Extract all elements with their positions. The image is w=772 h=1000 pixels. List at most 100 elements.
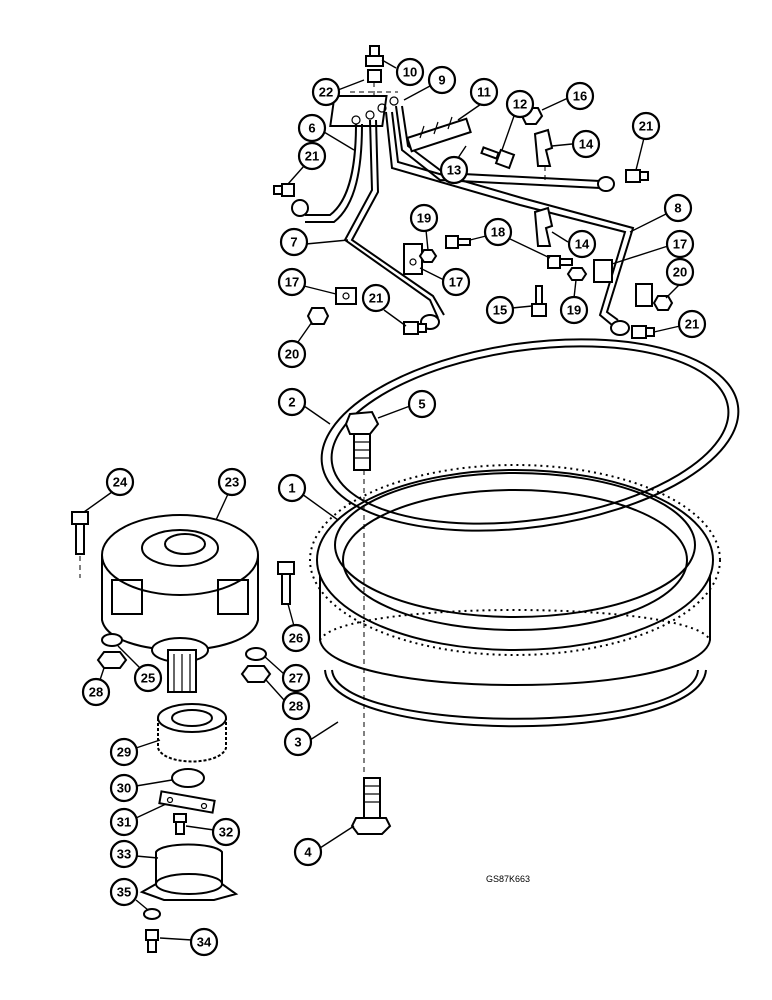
bolt-15 (531, 285, 547, 317)
callout-16: 16 (565, 81, 595, 111)
nut-19-center (418, 249, 438, 263)
svg-text:21: 21 (369, 291, 383, 306)
nut-19-right (566, 267, 588, 281)
svg-text:8: 8 (674, 201, 681, 216)
clamp-17-left (335, 287, 357, 305)
callout-2: 2 (277, 387, 307, 417)
svg-text:3: 3 (294, 735, 301, 750)
svg-text:29: 29 (117, 745, 131, 760)
fitting-21-left (273, 183, 295, 197)
svg-text:7: 7 (290, 235, 297, 250)
clamp-half-upper (533, 128, 554, 167)
clamp-17-center (403, 243, 423, 275)
svg-text:11: 11 (477, 85, 491, 100)
callout-17-center: 17 (441, 267, 471, 297)
svg-text:32: 32 (219, 825, 233, 840)
svg-text:28: 28 (89, 685, 103, 700)
callout-7: 7 (279, 227, 309, 257)
pipe-9 (395, 105, 615, 192)
svg-text:1: 1 (288, 481, 295, 496)
washer-25 (101, 633, 123, 647)
svg-text:33: 33 (117, 847, 131, 862)
callout-19-right: 19 (559, 295, 589, 325)
callout-33: 33 (109, 839, 139, 869)
svg-text:22: 22 (319, 85, 333, 100)
svg-text:14: 14 (579, 137, 594, 152)
callout-15: 15 (485, 295, 515, 325)
svg-text:14: 14 (575, 237, 590, 252)
nut-28-left (96, 651, 128, 669)
callout-28-right: 28 (281, 691, 311, 721)
callout-4: 4 (293, 837, 323, 867)
svg-text:20: 20 (285, 347, 299, 362)
callout-18: 18 (483, 217, 513, 247)
callout-30: 30 (109, 773, 139, 803)
svg-text:34: 34 (197, 935, 212, 950)
svg-text:25: 25 (141, 671, 155, 686)
svg-text:12: 12 (513, 97, 527, 112)
callout-11: 11 (469, 77, 499, 107)
svg-text:9: 9 (438, 73, 445, 88)
pinion-gear (157, 703, 227, 763)
fitting-21-right (631, 325, 655, 339)
bolt-12 (480, 146, 516, 170)
callout-5: 5 (407, 389, 437, 419)
fitting-21-mid (403, 321, 427, 335)
callout-6: 6 (297, 113, 327, 143)
callout-21-top-right: 21 (631, 111, 661, 141)
clamp-half-lower (533, 206, 554, 247)
pipe-8 (385, 111, 635, 336)
washer-35 (143, 908, 161, 920)
svg-text:16: 16 (573, 89, 587, 104)
retaining-bracket (139, 843, 239, 901)
callout-23: 23 (217, 467, 247, 497)
callout-17-left: 17 (277, 267, 307, 297)
callout-20-right: 20 (665, 257, 695, 287)
svg-text:19: 19 (417, 211, 431, 226)
callout-24: 24 (105, 467, 135, 497)
svg-text:28: 28 (289, 699, 303, 714)
drive-housing-assembly (71, 511, 295, 953)
svg-text:2: 2 (288, 395, 295, 410)
svg-text:15: 15 (493, 303, 507, 318)
callout-21-mid: 21 (361, 283, 391, 313)
callout-20-left: 20 (277, 339, 307, 369)
svg-text:21: 21 (639, 119, 653, 134)
bolt-5 (344, 410, 380, 471)
svg-text:5: 5 (418, 397, 425, 412)
callout-31: 31 (109, 807, 139, 837)
svg-text:27: 27 (289, 671, 303, 686)
reference-code: GS87K663 (486, 874, 530, 884)
drive-housing (101, 514, 259, 663)
bolt-26 (277, 561, 295, 605)
callout-3: 3 (283, 727, 313, 757)
seal-ring-upper (320, 338, 740, 532)
svg-text:20: 20 (673, 265, 687, 280)
lubrication-pipes-assembly (273, 45, 674, 339)
ring-gear (309, 464, 721, 686)
bolt-24 (71, 511, 89, 555)
lock-plate (158, 790, 216, 814)
fitting-21-top-right (625, 169, 649, 183)
callout-34: 34 (189, 927, 219, 957)
callout-21-right: 21 (677, 309, 707, 339)
clamp-bar (406, 116, 472, 153)
flywheel-ring-assembly (309, 338, 740, 835)
svg-text:10: 10 (403, 65, 417, 80)
svg-text:17: 17 (449, 275, 463, 290)
callout-19-center: 19 (409, 203, 439, 233)
svg-text:21: 21 (685, 317, 699, 332)
nut-20-right (652, 295, 674, 311)
callout-26: 26 (281, 623, 311, 653)
svg-text:24: 24 (113, 475, 128, 490)
svg-text:18: 18 (491, 225, 505, 240)
svg-text:13: 13 (447, 163, 461, 178)
callout-25: 25 (133, 663, 163, 693)
callout-35: 35 (109, 877, 139, 907)
callout-27: 27 (281, 663, 311, 693)
callout-8: 8 (663, 193, 693, 223)
bolt-4 (350, 777, 392, 835)
callout-29: 29 (109, 737, 139, 767)
spline-shaft (167, 649, 197, 693)
